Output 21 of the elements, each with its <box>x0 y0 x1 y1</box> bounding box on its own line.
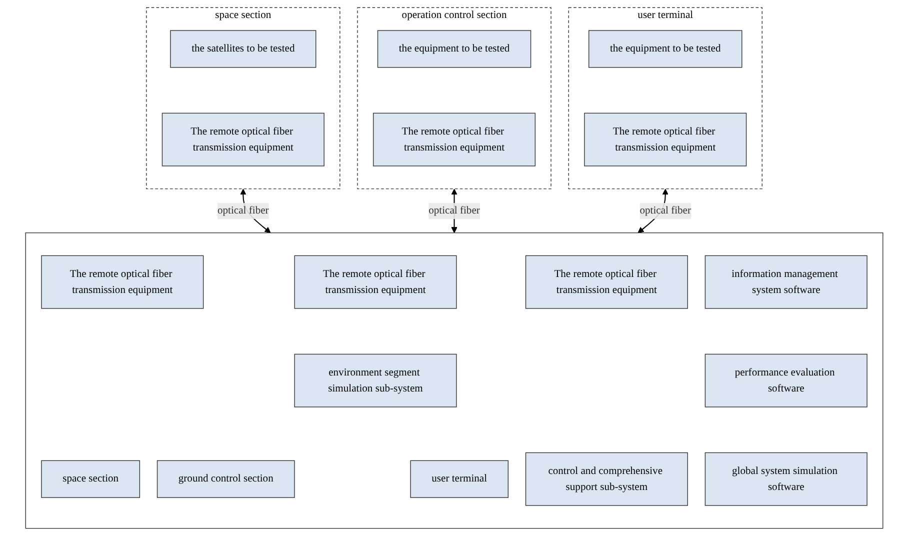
node-box: The remote optical fiber transmission equipment <box>373 112 536 166</box>
node-box: environment segment simulation sub-system <box>294 354 458 408</box>
node-box: global system simulation software <box>705 452 868 506</box>
node-box: space section <box>41 460 140 498</box>
cluster <box>26 232 884 529</box>
node-box: the equipment to be tested <box>378 30 532 68</box>
node-box: control and comprehensive support sub-system <box>526 452 688 506</box>
edge-label: optical fiber <box>428 205 480 216</box>
node-box: user terminal <box>410 460 509 498</box>
edge-label: optical fiber <box>640 205 692 216</box>
node-box: the equipment to be tested <box>588 30 742 68</box>
node-box: The remote optical fiber transmission equipment <box>584 112 747 166</box>
node-box: information management system software <box>705 255 868 309</box>
node-box: the satellites to be tested <box>170 30 316 68</box>
node-box: The remote optical fiber transmission equipment <box>526 255 688 309</box>
node-box: The remote optical fiber transmission equipment <box>162 112 325 166</box>
node-box: The remote optical fiber transmission equipment <box>41 255 204 309</box>
node-box: The remote optical fiber transmission equipment <box>294 255 458 309</box>
node-box: ground control section <box>157 460 296 498</box>
node-box: performance evaluation software <box>705 354 868 408</box>
edge-label: optical fiber <box>218 205 270 216</box>
